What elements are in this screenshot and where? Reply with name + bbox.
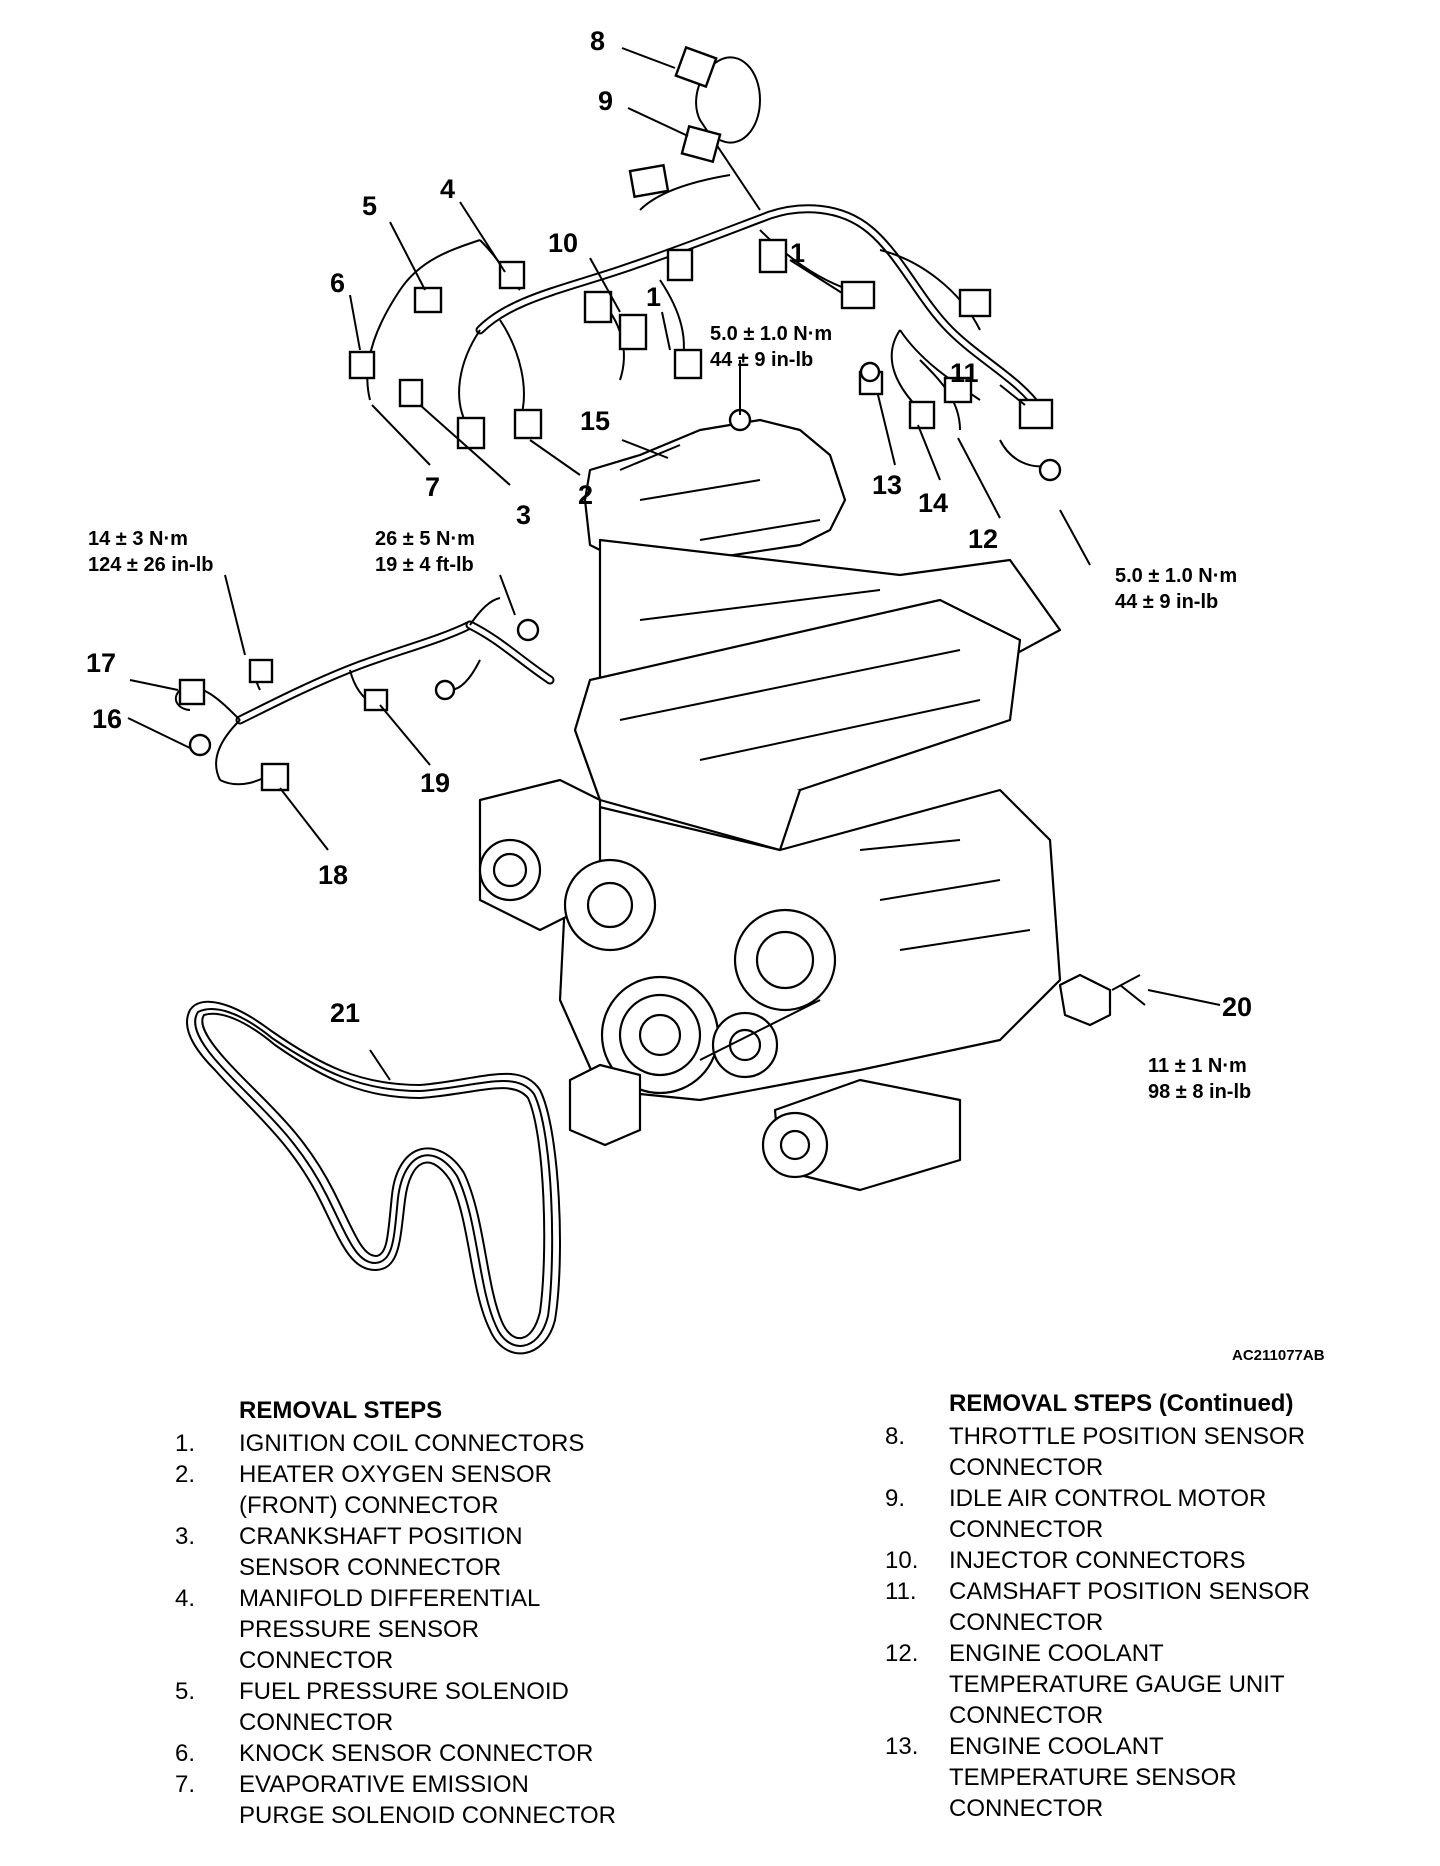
callout-6: 6: [330, 268, 345, 298]
step-number: 3.: [175, 1523, 196, 1550]
removal-steps-continued-heading: REMOVAL STEPS (Continued): [949, 1390, 1294, 1417]
torque-t1-line1: 5.0 ± 1.0 N·m: [710, 323, 832, 345]
lower-connectors: [178, 618, 540, 792]
callout-2: 2: [578, 480, 593, 510]
step-number: 10.: [885, 1547, 919, 1574]
step-number: 12.: [885, 1640, 919, 1667]
step-text: THROTTLE POSITION SENSOR CONNECTOR: [949, 1423, 1306, 1481]
callout-20: 20: [1222, 992, 1252, 1022]
figure-id: AC211077AB: [1232, 1347, 1325, 1364]
callout-9: 9: [598, 86, 613, 116]
torque-t1-line2: 44 ± 9 in-lb: [710, 349, 813, 371]
torque-t3-line2: 124 ± 26 in-lb: [88, 554, 213, 576]
step-text: IDLE AIR CONTROL MOTOR CONNECTOR: [949, 1485, 1267, 1543]
step-text: IGNITION COIL CONNECTORS: [239, 1430, 585, 1457]
engine-harness-diagram: 8 9 5 4 10 1 1 6 7 3 2 15 13 14 11 12 17…: [86, 26, 1325, 1364]
removal-step: 4. MANIFOLD DIFFERENTIAL PRESSURE SENSOR …: [175, 1583, 735, 1676]
callout-18: 18: [318, 860, 348, 890]
removal-steps-heading: REMOVAL STEPS: [239, 1397, 443, 1424]
callout-11: 11: [950, 358, 979, 388]
step-text: EVAPORATIVE EMISSION PURGE SOLENOID CONN…: [239, 1771, 616, 1829]
callout-10: 10: [548, 228, 578, 258]
removal-step: 12. ENGINE COOLANT TEMPERATURE GAUGE UNIT…: [885, 1638, 1405, 1731]
removal-step: 11. CAMSHAFT POSITION SENSOR CONNECTOR: [885, 1576, 1405, 1638]
torque-t2-line2: 44 ± 9 in-lb: [1115, 591, 1218, 613]
upper-wiring-harness: [366, 56, 1051, 468]
removal-step: 6. KNOCK SENSOR CONNECTOR: [175, 1738, 735, 1769]
step-number: 1.: [175, 1430, 196, 1457]
drive-belt: [186, 1000, 561, 1355]
callout-13: 13: [872, 470, 902, 500]
torque-t5-line1: 11 ± 1 N·m: [1148, 1055, 1247, 1077]
removal-step: 2. HEATER OXYGEN SENSOR (FRONT) CONNECTOR: [175, 1459, 735, 1521]
torque-t4-line2: 19 ± 4 ft-lb: [375, 554, 474, 576]
torque-t4-line1: 26 ± 5 N·m: [375, 528, 475, 550]
step-text: ENGINE COOLANT TEMPERATURE SENSOR CONNEC…: [949, 1733, 1237, 1822]
removal-steps-list: REMOVAL STEPS 1. IGNITION COIL CONNECTORS…: [175, 1395, 735, 1831]
removal-step: 3. CRANKSHAFT POSITION SENSOR CONNECTOR: [175, 1521, 735, 1583]
lower-wiring-harness: [174, 597, 555, 786]
engine-drawing: [478, 418, 1146, 1192]
callout-1b: 1: [646, 282, 661, 312]
callout-17: 17: [86, 648, 116, 678]
step-number: 6.: [175, 1740, 196, 1767]
torque-t5-line2: 98 ± 8 in-lb: [1148, 1081, 1251, 1103]
removal-step: 9. IDLE AIR CONTROL MOTOR CONNECTOR: [885, 1483, 1405, 1545]
step-number: 4.: [175, 1585, 196, 1612]
step-number: 11.: [885, 1578, 917, 1605]
step-number: 13.: [885, 1733, 919, 1760]
step-number: 5.: [175, 1678, 196, 1705]
callout-21: 21: [330, 998, 360, 1028]
upper-connectors: [348, 45, 1062, 482]
step-text: MANIFOLD DIFFERENTIAL PRESSURE SENSOR CO…: [239, 1585, 541, 1674]
step-text: ENGINE COOLANT TEMPERATURE GAUGE UNIT CO…: [949, 1640, 1285, 1729]
step-text: CRANKSHAFT POSITION SENSOR CONNECTOR: [239, 1523, 523, 1581]
callout-labels: 8 9 5 4 10 1 1 6 7 3 2 15 13 14 11 12 17…: [86, 26, 1252, 1028]
removal-step: 1. IGNITION COIL CONNECTORS: [175, 1428, 735, 1459]
step-number: 7.: [175, 1771, 196, 1798]
step-text: FUEL PRESSURE SOLENOID CONNECTOR: [239, 1678, 569, 1736]
callout-3: 3: [516, 500, 531, 530]
removal-step: 7. EVAPORATIVE EMISSION PURGE SOLENOID CO…: [175, 1769, 735, 1831]
leader-lines: [127, 47, 1221, 1081]
callout-19: 19: [420, 768, 450, 798]
callout-8: 8: [590, 26, 605, 56]
step-number: 8.: [885, 1423, 906, 1450]
callout-15: 15: [580, 406, 610, 436]
step-number: 9.: [885, 1485, 906, 1512]
step-text: KNOCK SENSOR CONNECTOR: [239, 1740, 594, 1767]
callout-1a: 1: [790, 238, 805, 268]
callout-16: 16: [92, 704, 122, 734]
step-text: CAMSHAFT POSITION SENSOR CONNECTOR: [949, 1578, 1310, 1636]
callout-5: 5: [362, 191, 377, 221]
step-text: HEATER OXYGEN SENSOR (FRONT) CONNECTOR: [239, 1461, 552, 1519]
torque-t2-line1: 5.0 ± 1.0 N·m: [1115, 565, 1237, 587]
removal-step: 13. ENGINE COOLANT TEMPERATURE SENSOR CON…: [885, 1731, 1405, 1824]
removal-step: 5. FUEL PRESSURE SOLENOID CONNECTOR: [175, 1676, 735, 1738]
removal-steps-continued-list: REMOVAL STEPS (Continued) 8. THROTTLE POS…: [885, 1388, 1405, 1824]
torque-t3-line1: 14 ± 3 N·m: [88, 528, 188, 550]
removal-step: 8. THROTTLE POSITION SENSOR CONNECTOR: [885, 1421, 1405, 1483]
callout-12: 12: [968, 524, 998, 554]
callout-14: 14: [918, 488, 948, 518]
step-number: 2.: [175, 1461, 196, 1488]
callout-7: 7: [425, 472, 440, 502]
callout-4: 4: [440, 174, 455, 204]
removal-step: 10. INJECTOR CONNECTORS: [885, 1545, 1405, 1576]
step-text: INJECTOR CONNECTORS: [949, 1547, 1246, 1574]
torque-labels: 5.0 ± 1.0 N·m 44 ± 9 in-lb 5.0 ± 1.0 N·m…: [88, 323, 1251, 1103]
